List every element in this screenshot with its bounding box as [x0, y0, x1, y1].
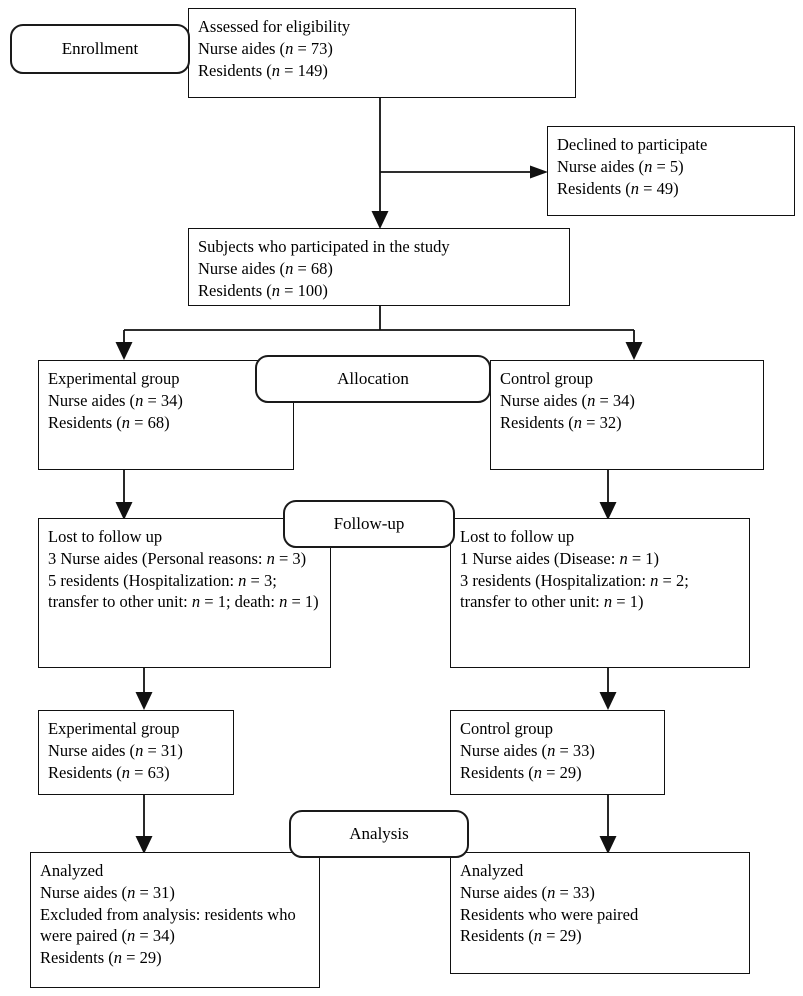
- lost-ctl-line-2: 1 Nurse aides (Disease: n = 1): [460, 548, 660, 568]
- declined-line-1: Declined to participate: [557, 135, 708, 154]
- box-lost-followup-control: Lost to follow up 1 Nurse aides (Disease…: [450, 518, 750, 668]
- fu-exp-line-3: Residents (n = 63): [48, 762, 170, 782]
- lost-ctl-line-1: Lost to follow up: [460, 527, 575, 546]
- box-allocation-experimental: Experimental group Nurse aides (n = 34) …: [38, 360, 294, 470]
- stage-label-followup-text: Follow-up: [333, 514, 405, 533]
- box-assessed-for-eligibility: Assessed for eligibility Nurse aides (n …: [188, 8, 576, 98]
- participated-line-3: Residents (n = 100): [198, 280, 328, 300]
- stage-label-followup: Follow-up: [283, 500, 455, 548]
- analyzed-exp-line-1: Analyzed: [40, 861, 104, 880]
- alloc-exp-line-1: Experimental group: [48, 369, 180, 388]
- box-declined-to-participate: Declined to participate Nurse aides (n =…: [547, 126, 795, 216]
- lost-ctl-line-3: 3 residents (Hospitalization: n = 2; tra…: [460, 570, 689, 612]
- analyzed-ctl-line-1: Analyzed: [460, 861, 524, 880]
- fu-ctl-line-3: Residents (n = 29): [460, 762, 582, 782]
- fu-ctl-line-1: Control group: [460, 719, 554, 738]
- fu-exp-line-1: Experimental group: [48, 719, 180, 738]
- fu-exp-line-2: Nurse aides (n = 31): [48, 740, 183, 760]
- fu-ctl-line-2: Nurse aides (n = 33): [460, 740, 595, 760]
- box-followup-experimental-group: Experimental group Nurse aides (n = 31) …: [38, 710, 234, 795]
- analyzed-ctl-line-4: Residents (n = 29): [460, 926, 582, 946]
- stage-label-enrollment: Enrollment: [10, 24, 190, 74]
- alloc-ctl-line-2: Nurse aides (n = 34): [500, 390, 635, 410]
- box-followup-control-group: Control group Nurse aides (n = 33) Resid…: [450, 710, 665, 795]
- declined-line-3: Residents (n = 49): [557, 178, 679, 198]
- alloc-ctl-line-1: Control group: [500, 369, 594, 388]
- box-lost-followup-experimental: Lost to follow up 3 Nurse aides (Persona…: [38, 518, 331, 668]
- stage-label-enrollment-text: Enrollment: [61, 39, 139, 58]
- lost-exp-line-1: Lost to follow up: [48, 527, 163, 546]
- analyzed-exp-line-3: Excluded from analysis: residents who we…: [40, 904, 296, 946]
- assessed-line-3: Residents (n = 149): [198, 60, 328, 80]
- analyzed-exp-line-2: Nurse aides (n = 31): [40, 882, 175, 902]
- stage-label-allocation-text: Allocation: [337, 369, 409, 388]
- analyzed-exp-line-4: Residents (n = 29): [40, 948, 162, 968]
- assessed-line-2: Nurse aides (n = 73): [198, 38, 333, 58]
- box-analyzed-control: Analyzed Nurse aides (n = 33) Residents …: [450, 852, 750, 974]
- stage-label-allocation: Allocation: [255, 355, 491, 403]
- analyzed-ctl-line-2: Nurse aides (n = 33): [460, 882, 595, 902]
- assessed-line-1: Assessed for eligibility: [198, 17, 351, 36]
- alloc-exp-line-3: Residents (n = 68): [48, 412, 170, 432]
- participated-line-2: Nurse aides (n = 68): [198, 258, 333, 278]
- stage-label-analysis: Analysis: [289, 810, 469, 858]
- lost-exp-line-2: 3 Nurse aides (Personal reasons: n = 3): [48, 548, 307, 568]
- analyzed-ctl-line-3: Residents who were paired: [460, 904, 639, 924]
- declined-line-2: Nurse aides (n = 5): [557, 156, 684, 176]
- box-subjects-participated: Subjects who participated in the study N…: [188, 228, 570, 306]
- alloc-ctl-line-3: Residents (n = 32): [500, 412, 622, 432]
- alloc-exp-line-2: Nurse aides (n = 34): [48, 390, 183, 410]
- participated-line-1: Subjects who participated in the study: [198, 237, 450, 256]
- lost-exp-line-3: 5 residents (Hospitalization: n = 3; tra…: [48, 570, 319, 612]
- box-allocation-control: Control group Nurse aides (n = 34) Resid…: [490, 360, 764, 470]
- stage-label-analysis-text: Analysis: [349, 824, 409, 843]
- box-analyzed-experimental: Analyzed Nurse aides (n = 31) Excluded f…: [30, 852, 320, 988]
